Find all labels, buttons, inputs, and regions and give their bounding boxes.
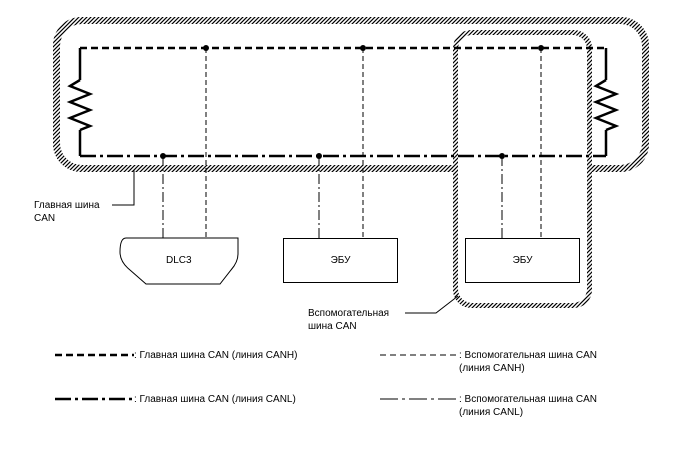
- legend-sub-canh-text: : Вспомогательная шина CAN (линия CANH): [459, 350, 598, 374]
- legend-sub-canl-text: : Вспомогательная шина CAN (линия CANL): [459, 394, 598, 418]
- legend-samples: [55, 353, 459, 401]
- sub-canl-branches: [162, 156, 503, 238]
- legend-main-canl-text: : Главная шина CAN (линия CANL): [134, 394, 296, 405]
- dlc3-connector: [119, 237, 239, 285]
- ecu-label-1: ЭБУ: [330, 255, 351, 266]
- ecu-box-1: ЭБУ: [283, 238, 398, 283]
- main-bus-label: Главная шина CAN: [34, 200, 100, 224]
- junction-dots: [160, 45, 544, 159]
- right-terminator-resistor: [592, 48, 620, 156]
- sub-bus-label: Вспомогательная шина CAN: [308, 308, 390, 332]
- legend-main-canh-text: : Главная шина CAN (линия CANH): [134, 350, 298, 361]
- ecu-label-2: ЭБУ: [512, 255, 533, 266]
- leader-lines: [112, 170, 459, 314]
- ecu-box-2: ЭБУ: [465, 238, 580, 283]
- left-terminator-resistor: [66, 48, 94, 156]
- dlc3-label: DLC3: [166, 255, 192, 266]
